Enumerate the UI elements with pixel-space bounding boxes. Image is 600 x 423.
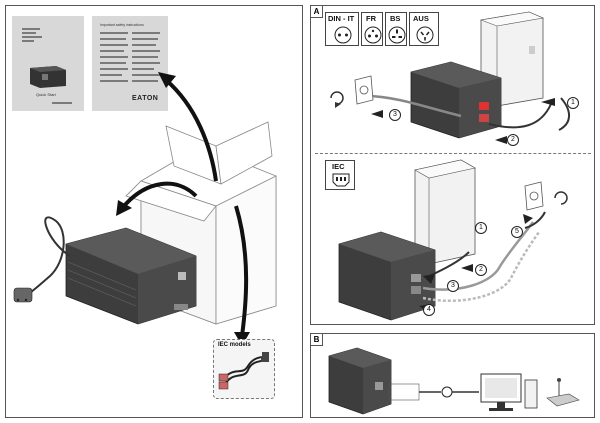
computer-tower-b <box>414 159 476 265</box>
plug-in-arrow-icon-b <box>554 191 568 205</box>
ups-unit-b <box>338 231 436 321</box>
panel-a-bottom-diagram <box>338 159 568 321</box>
iec-cables-icon <box>218 352 269 390</box>
fr-socket-icon <box>364 26 382 44</box>
iec-models-label: IEC models <box>218 342 251 348</box>
plug-type-aus: AUS <box>409 12 439 46</box>
step-2-bottom: 2 <box>475 264 487 276</box>
brochure-title: Quick Start <box>36 92 56 97</box>
panel-a-top-diagram <box>330 11 570 144</box>
step-3-bottom: 3 <box>447 280 459 292</box>
plug-in-arrow-icon <box>330 91 344 105</box>
iec-cables-box: IEC models <box>213 339 275 399</box>
iec-socket-icon <box>332 173 350 187</box>
arrow-to-documents <box>164 78 218 182</box>
ups-thumbnail <box>30 66 66 88</box>
eaton-logo: EATON <box>132 95 159 102</box>
din-it-socket-icon <box>334 26 352 44</box>
panel-a: A DIN - IT FR BS AUS <box>310 5 595 325</box>
iec-type-box: IEC <box>325 160 355 190</box>
safety-instructions-document: Important safety instructions EATON <box>92 16 168 111</box>
step-1-bottom: 1 <box>475 222 487 234</box>
aus-socket-icon <box>416 26 434 44</box>
step-2-top: 2 <box>507 134 519 146</box>
step-1-top: 1 <box>567 97 579 109</box>
wall-socket-b <box>524 181 544 211</box>
network-device <box>546 378 580 407</box>
quick-start-brochure: Quick Start <box>12 16 84 111</box>
panel-a-label: A <box>311 6 323 18</box>
panel-a-divider <box>315 153 591 154</box>
panel-b-diagram <box>328 347 580 415</box>
plug-type-fr: FR <box>361 12 383 46</box>
bs-socket-icon <box>388 26 406 44</box>
usb-port-highlight <box>388 383 420 401</box>
ups-unit-c <box>328 347 392 415</box>
ups-unit-a <box>410 61 502 139</box>
panel-b: B <box>310 333 595 418</box>
schuko-plug <box>13 287 33 303</box>
step-5-bottom: 5 <box>511 226 523 238</box>
arrow-to-cables <box>234 205 249 337</box>
ups-power-cord <box>23 216 71 296</box>
left-panel: Quick Start Important safety instruction… <box>5 5 303 418</box>
usb-connector-icon <box>441 386 453 398</box>
wall-socket-a <box>354 75 374 105</box>
panel-b-label: B <box>311 334 323 346</box>
arrow-to-ups <box>122 181 198 208</box>
desktop-computer <box>480 373 538 411</box>
ups-unit <box>65 227 197 325</box>
plug-type-bs: BS <box>385 12 407 46</box>
plug-type-din-it: DIN - IT <box>325 12 359 46</box>
safety-title: Important safety instructions <box>100 23 144 27</box>
step-4-bottom: 4 <box>423 304 435 316</box>
unpacking-illustration <box>13 72 277 346</box>
step-3-top: 3 <box>389 109 401 121</box>
